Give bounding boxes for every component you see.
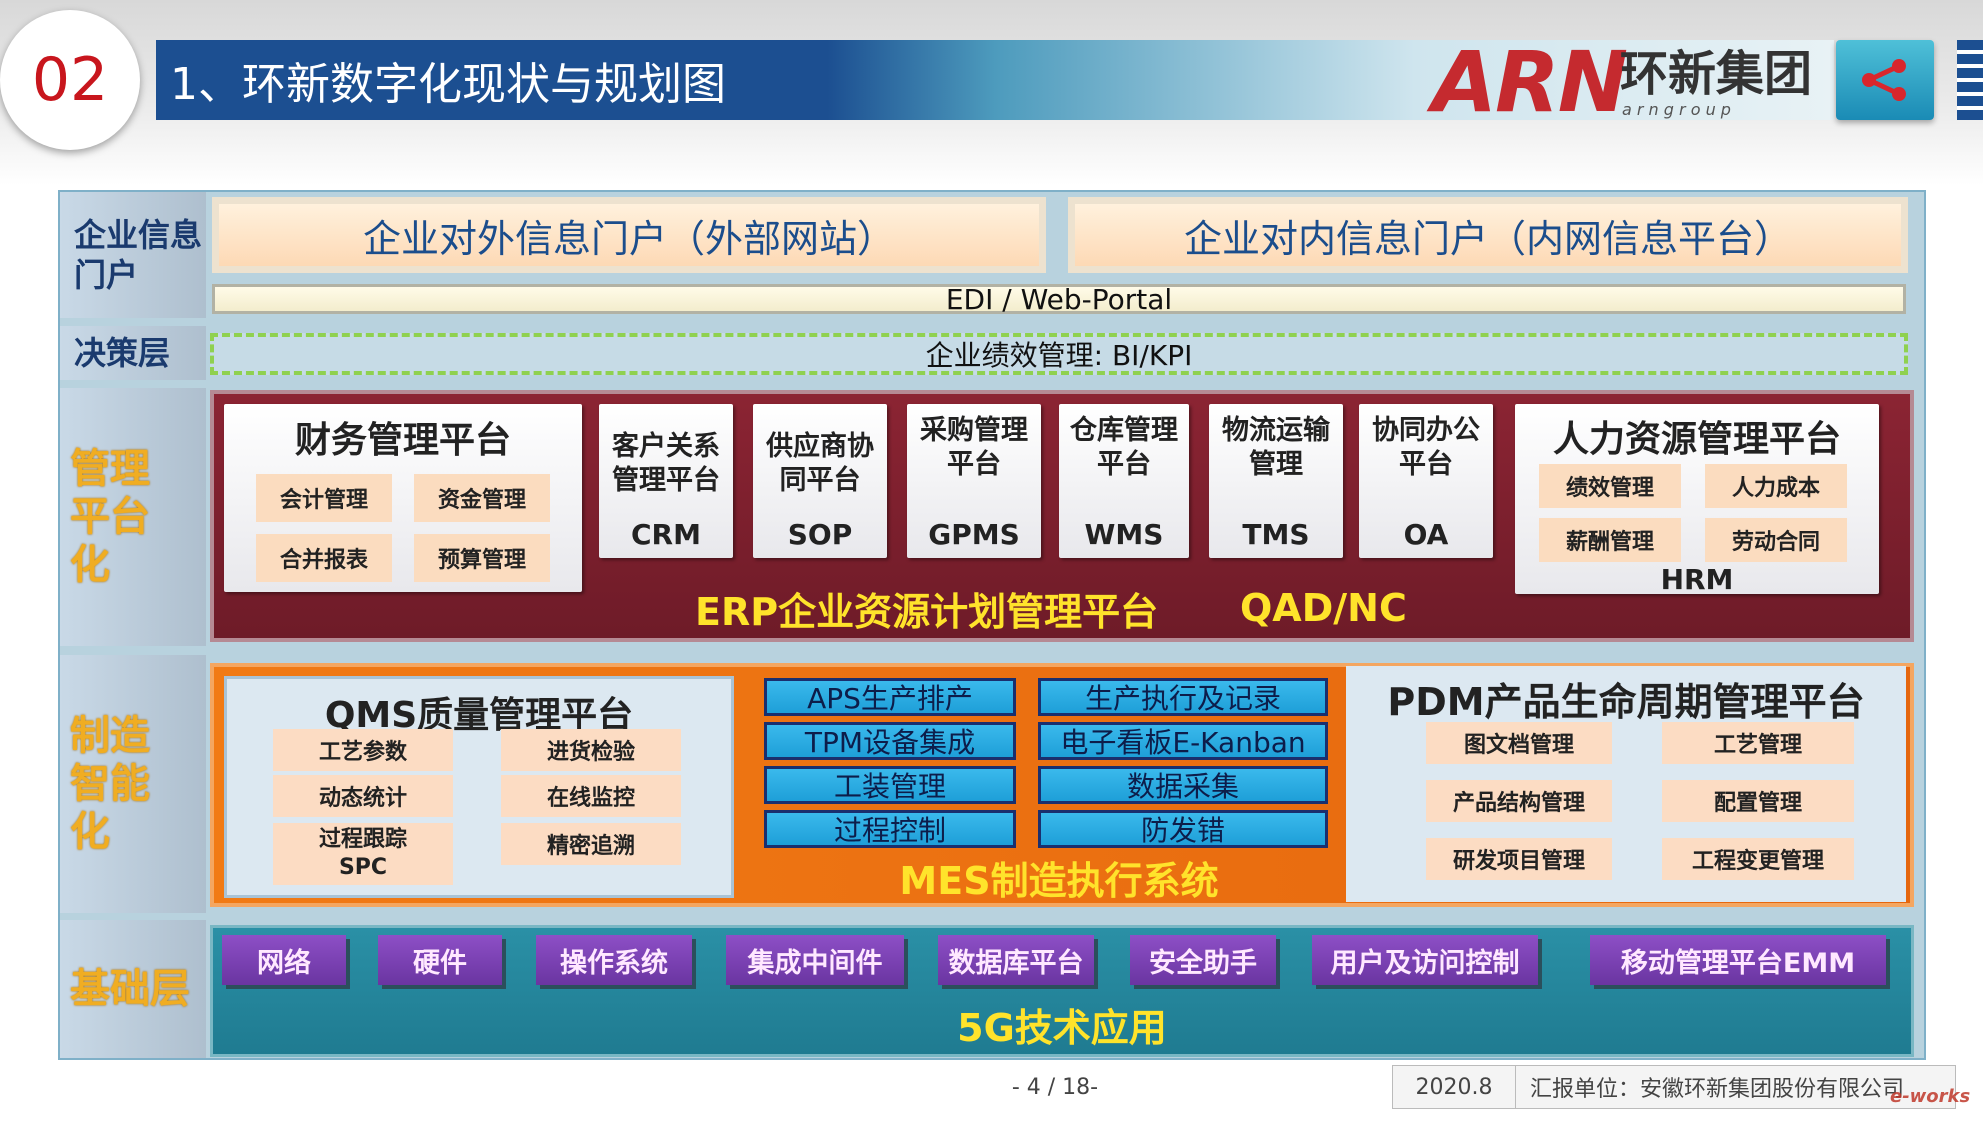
report-date: 2020.8 (1392, 1065, 1516, 1109)
module-name: 供应商协同平台 (766, 431, 874, 496)
pdm-title: PDM产品生命周期管理平台 (1387, 679, 1865, 724)
mes-function: 过程控制 (764, 810, 1016, 848)
base-item: 用户及访问控制 (1312, 935, 1538, 985)
share-icon (1862, 59, 1906, 101)
kpi-bar: 企业绩效管理: BI/KPI (210, 333, 1908, 375)
base-item: 集成中间件 (726, 935, 904, 985)
finance-title: 财务管理平台 (294, 420, 511, 461)
erp-module-crm: 客户关系管理平台 CRM (599, 404, 733, 558)
module-code: WMS (1084, 517, 1164, 551)
logo-cn: 环新集团 (1620, 46, 1813, 102)
qms-item: 工艺参数 (273, 729, 453, 771)
module-name: 采购管理平台 (920, 415, 1028, 480)
module-code: SOP (787, 517, 853, 551)
mes-function: APS生产排产 (764, 678, 1016, 716)
module-name: 客户关系管理平台 (612, 431, 720, 496)
share-button[interactable] (1836, 40, 1934, 120)
base-title: 5G技术应用 (957, 1005, 1167, 1050)
qms-item: 在线监控 (501, 775, 681, 817)
watermark: e-works (1890, 1086, 1971, 1107)
base-item: 移动管理平台EMM (1590, 935, 1886, 985)
qms-item: 精密追溯 (501, 823, 681, 865)
layer-label-base: 基础层 (60, 920, 206, 1058)
erp-module-tms: 物流运输管理 TMS (1209, 404, 1343, 558)
finance-platform: 财务管理平台 会计管理 资金管理 合并报表 预算管理 (224, 404, 582, 592)
pdm-platform: PDM产品生命周期管理平台 图文档管理 工艺管理 产品结构管理 配置管理 研发项… (1346, 666, 1906, 902)
logo-mark: ARN (1432, 33, 1628, 131)
decorative-stripe (1957, 40, 1983, 120)
hr-item: 劳动合同 (1705, 518, 1847, 562)
erp-module-wms: 仓库管理平台 WMS (1059, 404, 1189, 558)
pdm-item: 工艺管理 (1662, 722, 1854, 764)
finance-item: 预算管理 (414, 534, 550, 582)
finance-item: 合并报表 (256, 534, 392, 582)
hr-platform: 人力资源管理平台 绩效管理 人力成本 薪酬管理 劳动合同 HRM (1515, 404, 1879, 596)
external-portal: 企业对外信息门户（外部网站） (212, 197, 1046, 273)
layer-label-management-text: 管理平台化 (70, 446, 150, 588)
pdm-item: 图文档管理 (1426, 722, 1612, 764)
pdm-item: 配置管理 (1662, 780, 1854, 822)
erp-vendor: QAD/NC (1240, 586, 1407, 630)
pdm-item: 产品结构管理 (1426, 780, 1612, 822)
finance-item: 资金管理 (414, 474, 550, 522)
section-number: 02 (0, 10, 140, 150)
mes-function: 生产执行及记录 (1038, 678, 1328, 716)
layer-label-manufacturing: 制造智能化 (60, 655, 206, 913)
qms-item: 进货检验 (501, 729, 681, 771)
layer-label-decision: 决策层 (60, 326, 206, 380)
hr-title: 人力资源管理平台 (1552, 419, 1841, 460)
base-item: 安全助手 (1130, 935, 1276, 985)
page-title: 1、环新数字化现状与规划图 (170, 59, 726, 110)
layer-label-manufacturing-text: 制造智能化 (70, 713, 150, 855)
pdm-item: 工程变更管理 (1662, 838, 1854, 880)
base-item: 网络 (222, 935, 346, 985)
mes-title: MES制造执行系统 (899, 858, 1219, 903)
edi-web-portal: EDI / Web-Portal (212, 283, 1906, 316)
page-number: - 4 / 18- (1011, 1074, 1099, 1100)
erp-title: ERP企业资源计划管理平台 (695, 589, 1159, 634)
module-name: 仓库管理平台 (1070, 415, 1178, 480)
qms-item: 过程跟踪SPC (273, 823, 453, 885)
report-unit: 汇报单位：安徽环新集团股份有限公司 (1516, 1065, 1956, 1109)
mes-function: 电子看板E-Kanban (1038, 722, 1328, 760)
base-item: 数据库平台 (938, 935, 1094, 985)
hr-code: HRM (1660, 562, 1734, 596)
mes-function: 数据采集 (1038, 766, 1328, 804)
erp-module-oa: 协同办公平台 OA (1359, 404, 1493, 558)
module-code: TMS (1242, 517, 1310, 551)
logo-sub: a r n g r o u p (1622, 100, 1731, 119)
module-name: 物流运输管理 (1222, 415, 1330, 480)
qms-item: 动态统计 (273, 775, 453, 817)
module-code: CRM (631, 517, 701, 551)
company-logo: ARN 环新集团 a r n g r o u p (1432, 40, 1822, 125)
hr-item: 薪酬管理 (1539, 518, 1681, 562)
qms-platform: QMS质量管理平台 工艺参数 进货检验 动态统计 在线监控 过程跟踪SPC 精密… (224, 676, 734, 898)
erp-module-sop: 供应商协同平台 SOP (753, 404, 887, 558)
base-item: 硬件 (378, 935, 502, 985)
base-item: 操作系统 (536, 935, 692, 985)
hr-item: 人力成本 (1705, 464, 1847, 508)
hr-item: 绩效管理 (1539, 464, 1681, 508)
erp-module-gpms: 采购管理平台 GPMS (907, 404, 1041, 558)
module-name: 协同办公平台 (1372, 415, 1480, 480)
mes-function: 防发错 (1038, 810, 1328, 848)
mes-function: 工装管理 (764, 766, 1016, 804)
title-bar (156, 40, 1834, 120)
internal-portal: 企业对内信息门户（内网信息平台） (1068, 197, 1908, 273)
finance-item: 会计管理 (256, 474, 392, 522)
module-code: GPMS (928, 517, 1020, 551)
layer-label-portal: 企业信息门户 (60, 192, 206, 318)
pdm-item: 研发项目管理 (1426, 838, 1612, 880)
module-code: OA (1403, 517, 1449, 551)
layer-label-management: 管理平台化 (60, 388, 206, 646)
mes-function: TPM设备集成 (764, 722, 1016, 760)
